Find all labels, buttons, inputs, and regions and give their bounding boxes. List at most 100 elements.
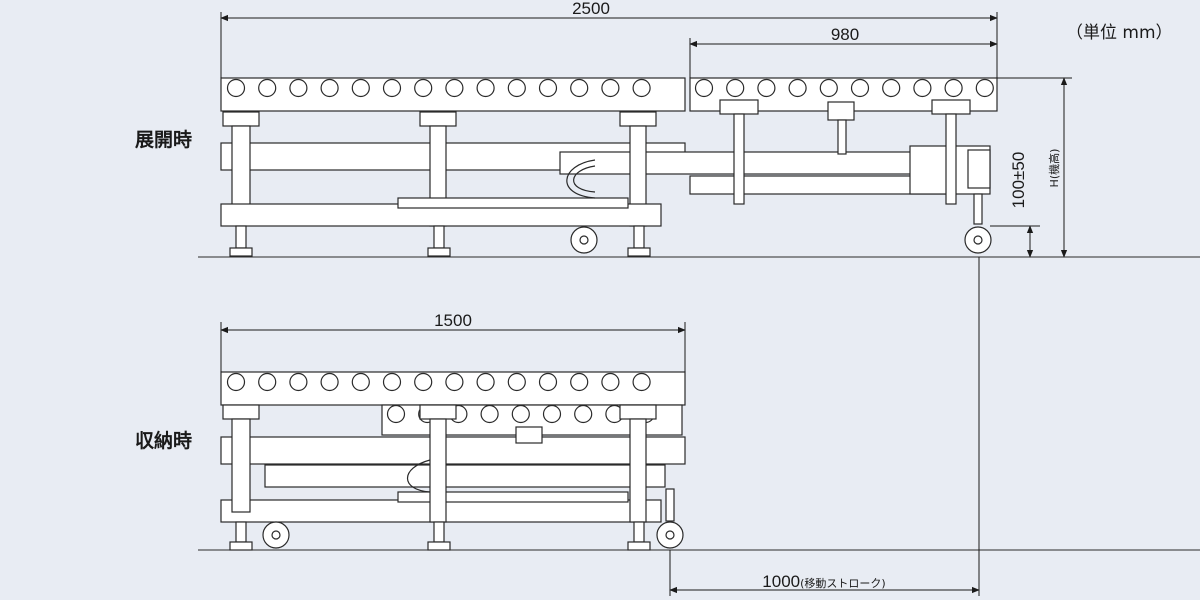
- roller: [570, 372, 589, 392]
- stored-rollers: [226, 372, 651, 392]
- caster-hub: [271, 530, 281, 540]
- roller: [632, 78, 651, 98]
- roller: [975, 78, 994, 98]
- roller: [819, 78, 838, 98]
- roller: [476, 372, 495, 392]
- roller: [258, 372, 277, 392]
- caster-hub: [579, 235, 589, 245]
- roller: [757, 78, 776, 98]
- roller: [382, 372, 402, 392]
- stored-ext-caster-hub: [665, 530, 675, 540]
- roller: [320, 78, 339, 98]
- roller: [538, 372, 558, 392]
- adjuster-pad: [427, 541, 451, 551]
- stored-conveyor: [220, 371, 686, 551]
- roller: [632, 372, 651, 392]
- roller: [601, 78, 620, 98]
- dim-machine-height: H(機高): [1047, 149, 1061, 188]
- stored-cable-loop: [406, 459, 431, 493]
- roller: [511, 404, 530, 424]
- ext-caster-hub: [973, 235, 983, 245]
- roller: [507, 78, 526, 98]
- ext-support: [945, 113, 957, 205]
- roller: [382, 78, 402, 98]
- dim-stroke-note: (移動ストローク): [800, 576, 886, 590]
- stored-slide-beam: [264, 464, 666, 488]
- main-rollers: [226, 78, 651, 98]
- ext-support-head: [931, 99, 971, 115]
- ext-support-head: [719, 99, 759, 115]
- dim-total-length: 2500: [572, 0, 610, 18]
- roller: [913, 78, 932, 98]
- base-crossbar: [397, 197, 629, 209]
- roller: [226, 78, 246, 98]
- roller: [574, 404, 593, 424]
- roller: [507, 372, 526, 392]
- roller: [414, 372, 433, 392]
- roller: [788, 78, 807, 98]
- adjuster-foot: [633, 521, 645, 543]
- dimension-lines: [220, 12, 1072, 596]
- adjuster-foot: [433, 521, 445, 543]
- roller: [414, 78, 433, 98]
- roller: [542, 404, 562, 424]
- main-leg: [231, 125, 251, 217]
- ext-caster-post: [973, 193, 983, 225]
- leg-head: [222, 404, 260, 420]
- dim-stroke-value: 1000: [762, 572, 800, 591]
- dim-extension-length: 980: [831, 25, 859, 44]
- roller: [694, 78, 714, 98]
- stored-leg: [629, 418, 647, 523]
- ext-support: [733, 113, 745, 205]
- dim-height-adjust: 100±50: [1009, 152, 1028, 209]
- stored-leg: [231, 418, 251, 513]
- adjuster-foot: [235, 225, 247, 249]
- roller: [882, 78, 901, 98]
- stored-side-beam: [220, 436, 686, 465]
- stored-clamp: [515, 426, 543, 444]
- leg-head: [619, 404, 657, 420]
- unit-note: （単位 mm）: [1066, 23, 1173, 43]
- roller: [850, 78, 870, 98]
- roller: [320, 372, 339, 392]
- stored-leg: [429, 418, 447, 523]
- roller: [351, 372, 370, 392]
- roller: [445, 78, 464, 98]
- adjuster-foot: [633, 225, 645, 249]
- roller: [601, 372, 620, 392]
- adjuster-pad: [229, 247, 253, 257]
- stored-ext-caster-post: [665, 488, 675, 522]
- expanded-conveyor: [220, 77, 998, 257]
- adjuster-foot: [235, 521, 247, 543]
- leg-head: [619, 111, 657, 127]
- roller: [351, 78, 370, 98]
- roller: [445, 372, 464, 392]
- expanded-view-label: 展開時: [135, 129, 192, 151]
- roller: [538, 78, 558, 98]
- extension-slide-beam: [559, 151, 961, 175]
- leg-head: [419, 111, 457, 127]
- ext-clamp: [827, 101, 855, 121]
- roller: [289, 78, 308, 98]
- roller: [226, 372, 246, 392]
- cable-loop-inner: [573, 165, 596, 193]
- ext-clamp-rod: [837, 119, 847, 155]
- adjuster-pad: [627, 247, 651, 257]
- roller: [289, 372, 308, 392]
- roller: [386, 404, 406, 424]
- roller: [480, 404, 499, 424]
- adjuster-pad: [427, 247, 451, 257]
- adjuster-foot: [433, 225, 445, 249]
- dim-stroke: 1000(移動ストローク): [762, 572, 885, 591]
- extension-end-post: [967, 149, 991, 189]
- roller: [944, 78, 963, 98]
- roller: [570, 78, 589, 98]
- stored-base-crossbar: [397, 491, 629, 503]
- adjuster-pad: [229, 541, 253, 551]
- stored-view-label: 収納時: [135, 429, 192, 452]
- roller: [258, 78, 277, 98]
- dim-stored-length: 1500: [434, 311, 472, 330]
- roller: [476, 78, 495, 98]
- leg-head: [419, 404, 457, 420]
